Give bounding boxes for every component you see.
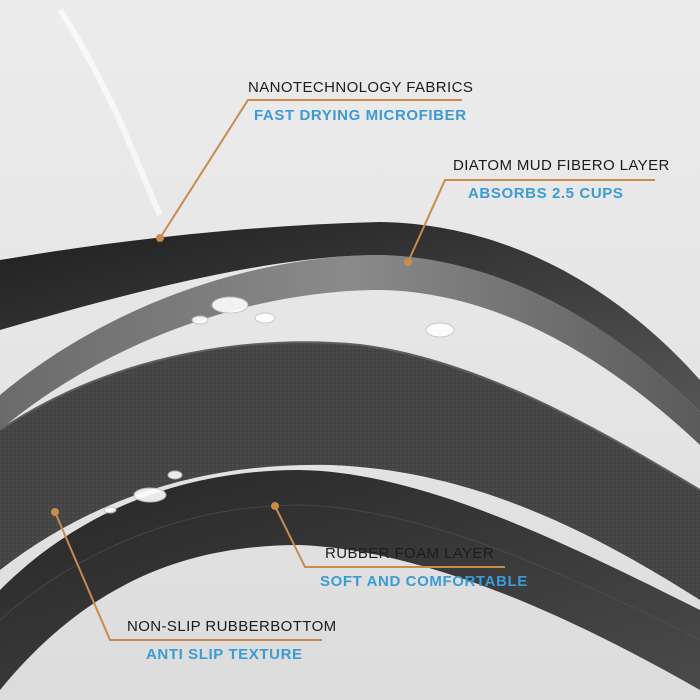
non-slip-bottom-layer xyxy=(0,470,700,690)
nanotech-fabric-layer xyxy=(0,222,700,412)
callout-1-subtitle: FAST DRYING MICROFIBER xyxy=(254,107,467,124)
callout-3-subtitle: SOFT AND COMFORTABLE xyxy=(320,573,528,590)
diatom-mud-layer xyxy=(0,255,700,445)
callout-3-title: RUBBER FOAM LAYER xyxy=(325,545,495,562)
callout-4-title: NON-SLIP RUBBERBOTTOM xyxy=(127,618,337,635)
water-splash-icon xyxy=(57,8,455,514)
callout-2-subtitle: ABSORBS 2.5 CUPS xyxy=(468,185,624,202)
callout-1-title: NANOTECHNOLOGY FABRICS xyxy=(248,79,474,96)
callout-4-subtitle: ANTI SLIP TEXTURE xyxy=(146,646,303,663)
callout-2-title: DIATOM MUD FIBERO LAYER xyxy=(453,157,670,174)
rubber-foam-layer xyxy=(0,342,700,600)
